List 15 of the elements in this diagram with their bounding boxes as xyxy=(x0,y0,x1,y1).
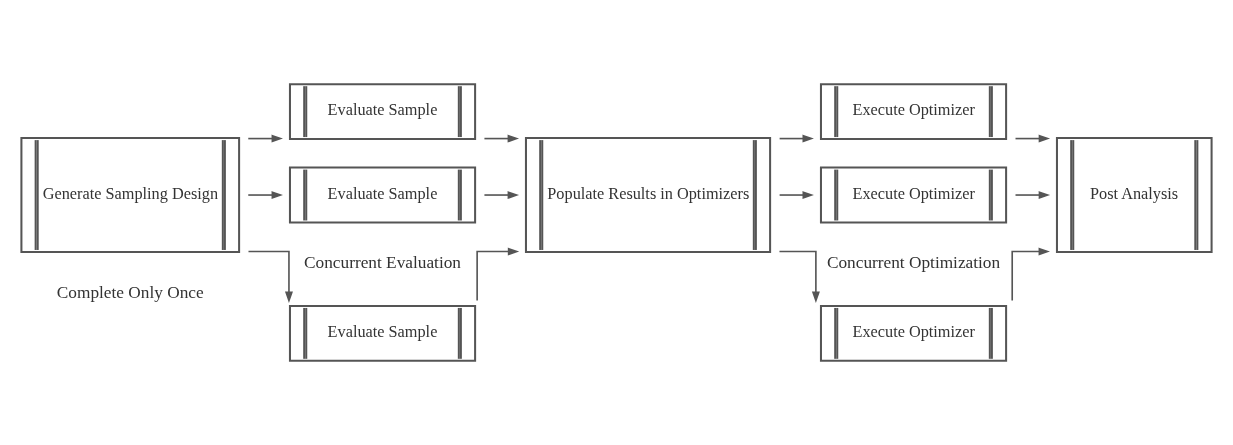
arrow xyxy=(778,191,814,200)
arrow xyxy=(778,134,814,143)
label: Concurrent Evaluation xyxy=(304,253,461,273)
label: Complete Only Once xyxy=(56,282,204,302)
arrow xyxy=(778,250,820,303)
arrow xyxy=(1011,247,1050,302)
arrow xyxy=(483,134,519,143)
arrow xyxy=(247,134,283,143)
arrow xyxy=(1014,191,1051,200)
arrow xyxy=(483,191,520,200)
label: Concurrent Optimization xyxy=(826,253,1001,273)
arrow xyxy=(247,191,283,200)
arrow xyxy=(1014,134,1051,143)
arrow xyxy=(476,247,520,302)
arrow xyxy=(247,250,293,303)
